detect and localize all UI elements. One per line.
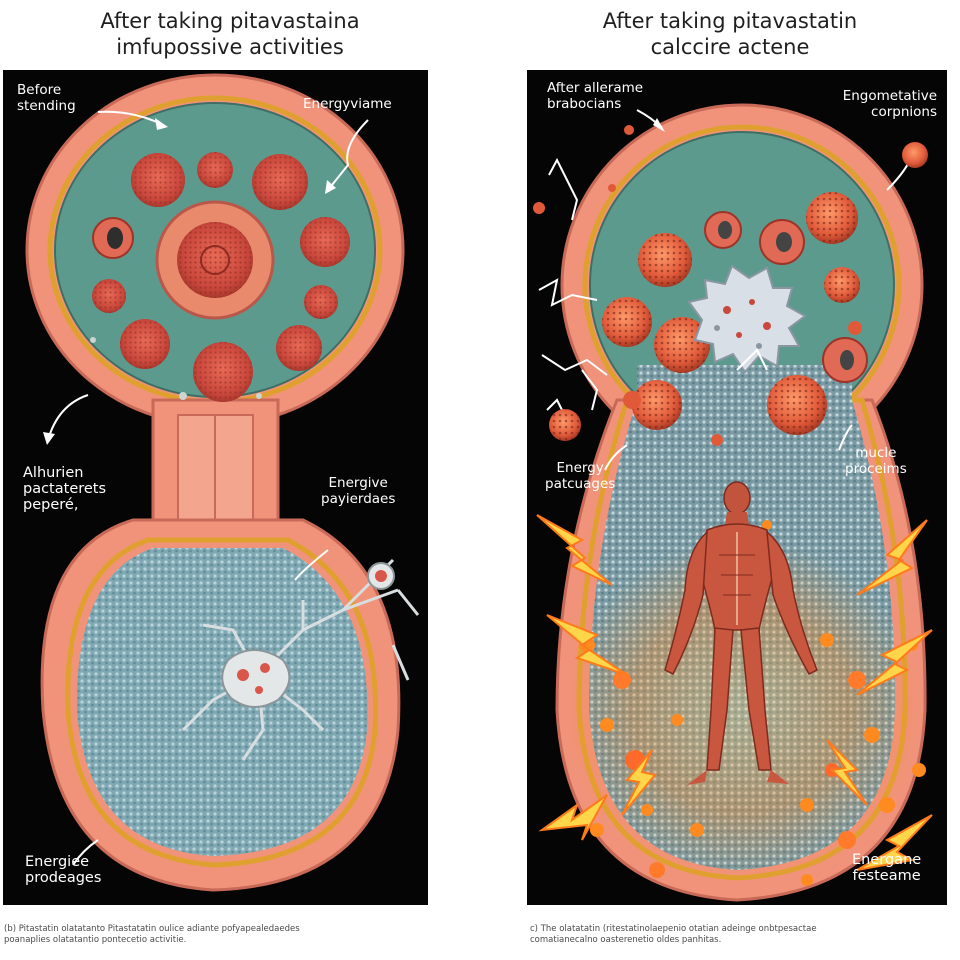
label-energiee-line-1: Energiee	[25, 854, 90, 870]
lightning-bolts	[536, 514, 933, 871]
label-energane-line-2: festeame	[852, 868, 921, 884]
label-energive-line-1: Energive	[328, 475, 388, 491]
right-title-line-1: After taking pitavastatin	[602, 9, 858, 33]
left-caption-line-2: poanaplies olatatantio pontecetio activi…	[4, 935, 187, 945]
right-title-line-2: calccire actene	[650, 35, 810, 59]
right-caption-line-1: c) The olatatatin (ritestatinolaepenio o…	[530, 924, 817, 934]
label-muscle-procelms-line-1: mucle	[855, 445, 897, 461]
label-engometative-line-1: Engometative	[842, 88, 937, 104]
label-after-allerame: After allerame brabocians	[547, 80, 643, 112]
right-title: After taking pitavastatin calccire acten…	[520, 8, 940, 60]
label-energane-line-1: Energane	[852, 852, 922, 868]
left-caption: (b) Pitastatin olatatanto Pitastatatin o…	[4, 924, 424, 946]
neuron-bodies	[221, 562, 395, 708]
label-energy-vitame: Energyviame	[303, 96, 392, 112]
label-before-standing-line-1: Before	[17, 82, 62, 98]
label-energy-patcages: Energy patcuages	[545, 460, 615, 492]
label-muscle-procelms-line-2: proceims	[845, 461, 907, 477]
left-arrowheads	[43, 118, 336, 445]
label-after-allerame-line-1: After allerame	[547, 80, 644, 96]
right-leader-lines	[538, 109, 913, 471]
left-title-line-1: After taking pitavastaina	[100, 9, 360, 33]
label-after-allerame-line-2: brabocians	[547, 96, 622, 112]
left-caption-line-1: (b) Pitastatin olatatanto Pitastatatin o…	[4, 924, 300, 934]
right-caption: c) The olatatatin (ritestatinolaepenio o…	[530, 924, 950, 946]
label-engometative-line-2: corpnions	[871, 104, 937, 120]
label-energiee-line-2: prodeages	[25, 870, 102, 886]
left-title-line-2: imfupossive activities	[116, 35, 344, 59]
label-alhurien: Alhurien pactaterets peperé,	[23, 465, 106, 513]
right-caption-line-2: comatianecalno oasterenetio oldes panhit…	[530, 935, 722, 945]
muscle-figure	[664, 481, 818, 785]
label-alhurien-line-3: peperé,	[23, 497, 79, 513]
label-alhurien-line-1: Alhurien	[23, 465, 84, 481]
left-cell-illustration	[25, 73, 420, 892]
label-energive: Energive payierdaes	[321, 475, 395, 507]
label-before-standing: Before stending	[17, 82, 76, 114]
label-energane: Energane festeame	[852, 852, 921, 884]
label-muscle-procelms: mucle proceims	[845, 445, 907, 477]
label-engometative: Engometative corpnions	[817, 88, 937, 120]
label-alhurien-line-2: pactaterets	[23, 481, 107, 497]
label-energy-vitame-text: Energyviame	[303, 96, 392, 112]
upper-organelles	[90, 152, 350, 402]
right-cell-illustration	[533, 103, 933, 902]
label-energy-patcages-line-2: patcuages	[545, 476, 616, 492]
label-before-standing-line-2: stending	[17, 98, 76, 114]
lower-membrane	[40, 518, 401, 892]
left-title: After taking pitavastaina imfupossive ac…	[30, 8, 430, 60]
energy-particles	[562, 520, 926, 886]
right-diagram-panel: After allerame brabocians Engometative c…	[527, 70, 947, 905]
outer-orange-dots	[533, 125, 928, 441]
label-energy-patcages-line-1: Energy	[556, 460, 604, 476]
right-organelles	[602, 192, 868, 446]
label-energiee: Energiee prodeages	[25, 854, 101, 886]
label-energive-line-2: payierdaes	[321, 491, 396, 507]
left-diagram-panel: Before stending Energyviame Alhurien pac…	[3, 70, 428, 905]
